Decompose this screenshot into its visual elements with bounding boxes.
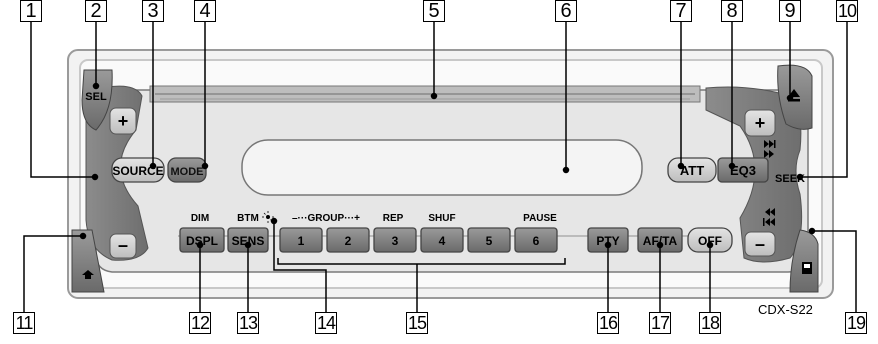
volume-up-label: +: [118, 111, 129, 131]
off-label: OFF: [698, 234, 722, 248]
preset-label-6: 6: [533, 234, 540, 248]
leader-lines: [23, 22, 857, 312]
group-label: –···GROUP···+: [292, 213, 360, 224]
seek-minus-button[interactable]: [744, 231, 776, 257]
volume-down-label: –: [118, 235, 128, 255]
release-button[interactable]: [71, 229, 105, 293]
seek-minus-label: –: [755, 234, 765, 254]
sel-button[interactable]: SEL: [81, 69, 113, 131]
callout-15: 15: [406, 312, 428, 334]
preset-button-5[interactable]: 5: [467, 227, 511, 253]
next-track-icon: [764, 140, 776, 158]
volume-up-button[interactable]: [109, 107, 137, 135]
callout-4: 4: [194, 0, 216, 22]
preset-label-4: 4: [439, 234, 446, 248]
front-panel-release-icon: [82, 270, 94, 279]
dspl-label: DSPL: [186, 234, 218, 248]
callout-12: 12: [189, 312, 211, 334]
seek-plus-label: +: [755, 113, 766, 133]
att-label: ATT: [680, 163, 704, 178]
mode-label: MODE: [171, 166, 204, 178]
pty-label: PTY: [596, 234, 619, 248]
callout-19: 19: [845, 312, 867, 334]
preset-button-6[interactable]: 6: [514, 227, 558, 253]
preset-label-5: 5: [486, 234, 493, 248]
source-button[interactable]: SOURCE: [111, 157, 165, 183]
dspl-button[interactable]: DSPL: [179, 227, 225, 253]
af-ta-label: AF/TA: [643, 234, 678, 248]
sel-label: SEL: [85, 91, 107, 103]
seek-plus-button[interactable]: [744, 109, 776, 137]
callout-6: 6: [555, 0, 577, 22]
callout-5: 5: [423, 0, 445, 22]
preset-bracket: [277, 258, 566, 265]
dim-label: DIM: [191, 213, 209, 224]
previous-track-icon: [763, 208, 775, 226]
callout-1: 1: [20, 0, 42, 22]
preset-label-1: 1: [298, 234, 305, 248]
pause-label: PAUSE: [523, 213, 557, 224]
preset-label-3: 3: [392, 234, 399, 248]
reset-button[interactable]: [789, 229, 819, 293]
callout-7: 7: [670, 0, 692, 22]
callout-17: 17: [649, 312, 671, 334]
callout-13: 13: [237, 312, 259, 334]
right-seek-wing: + – SEEK: [705, 86, 805, 263]
callout-3: 3: [142, 0, 164, 22]
btm-label: BTM: [237, 213, 259, 224]
mode-button[interactable]: MODE: [167, 157, 207, 183]
preset-button-2[interactable]: 2: [326, 227, 370, 253]
model-number: CDX-S22: [758, 302, 813, 317]
callout-8: 8: [721, 0, 743, 22]
eject-button[interactable]: [777, 64, 813, 130]
shuf-label: SHUF: [428, 213, 455, 224]
volume-down-button[interactable]: [109, 233, 137, 259]
preset-button-4[interactable]: 4: [420, 227, 464, 253]
callout-2: 2: [85, 0, 107, 22]
callout-11: 11: [13, 312, 35, 334]
sens-label: SENS: [232, 234, 265, 248]
preset-button-1[interactable]: 1: [279, 227, 323, 253]
eq3-label: EQ3: [730, 163, 756, 178]
callout-18: 18: [699, 312, 721, 334]
callout-16: 16: [597, 312, 619, 334]
rep-label: REP: [383, 213, 404, 224]
callout-14: 14: [315, 312, 337, 334]
att-button[interactable]: ATT: [667, 157, 717, 183]
preset-button-3[interactable]: 3: [373, 227, 417, 253]
preset-label-2: 2: [345, 234, 352, 248]
eq3-button[interactable]: EQ3: [717, 157, 769, 183]
pty-button[interactable]: PTY: [587, 227, 629, 253]
callout-10: 10: [836, 0, 858, 22]
callout-9: 9: [779, 0, 801, 22]
off-button[interactable]: OFF: [687, 227, 733, 253]
